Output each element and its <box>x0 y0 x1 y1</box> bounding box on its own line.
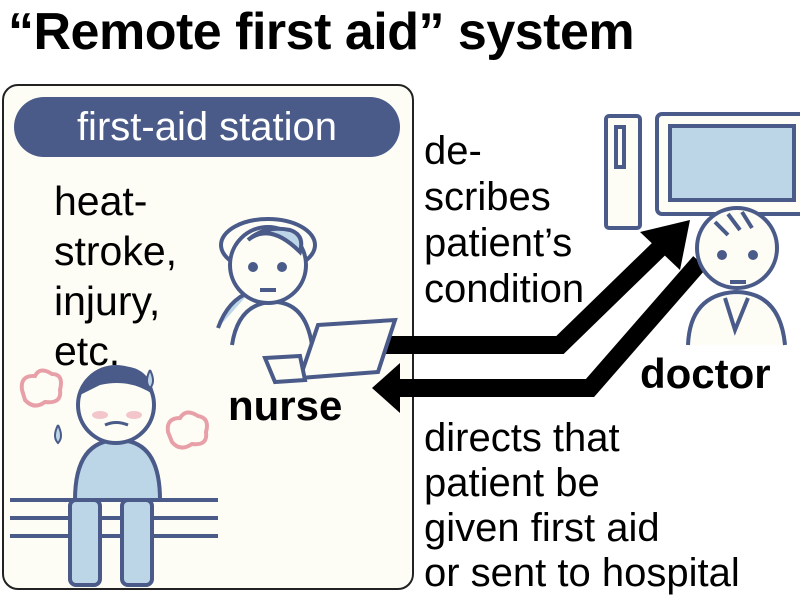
condition-line: injury, <box>54 278 161 324</box>
text-line: patient’s <box>424 221 573 265</box>
text-line: de- <box>424 129 482 173</box>
text-line: given first aid <box>424 506 660 550</box>
patient-illustration <box>10 365 218 587</box>
describes-condition-text: de- scribes patient’s condition <box>424 128 584 312</box>
nurse-label: nurse <box>228 382 343 429</box>
diagram-title: “Remote first aid” system <box>8 3 635 61</box>
text-line: directs that <box>424 416 620 460</box>
doctor-illustration <box>686 206 787 346</box>
text-line: patient be <box>424 461 600 505</box>
first-aid-station-label: first-aid station <box>14 97 400 157</box>
condition-line: heat- <box>54 178 148 224</box>
nurse-illustration <box>216 217 317 346</box>
arrow-to-doctor <box>385 220 690 354</box>
text-line: scribes <box>424 175 551 219</box>
text-line: condition <box>424 267 585 311</box>
text-line: or sent to hospital <box>424 551 740 595</box>
laptop-icon <box>262 317 398 385</box>
condition-line: stroke, <box>54 228 178 274</box>
arrow-to-nurse <box>372 256 707 413</box>
conditions-text: heat- stroke, injury, etc. <box>54 176 177 376</box>
computer-icon <box>604 112 800 230</box>
doctor-label: doctor <box>640 350 771 397</box>
directs-first-aid-text: directs that patient be given first aid … <box>424 416 740 596</box>
